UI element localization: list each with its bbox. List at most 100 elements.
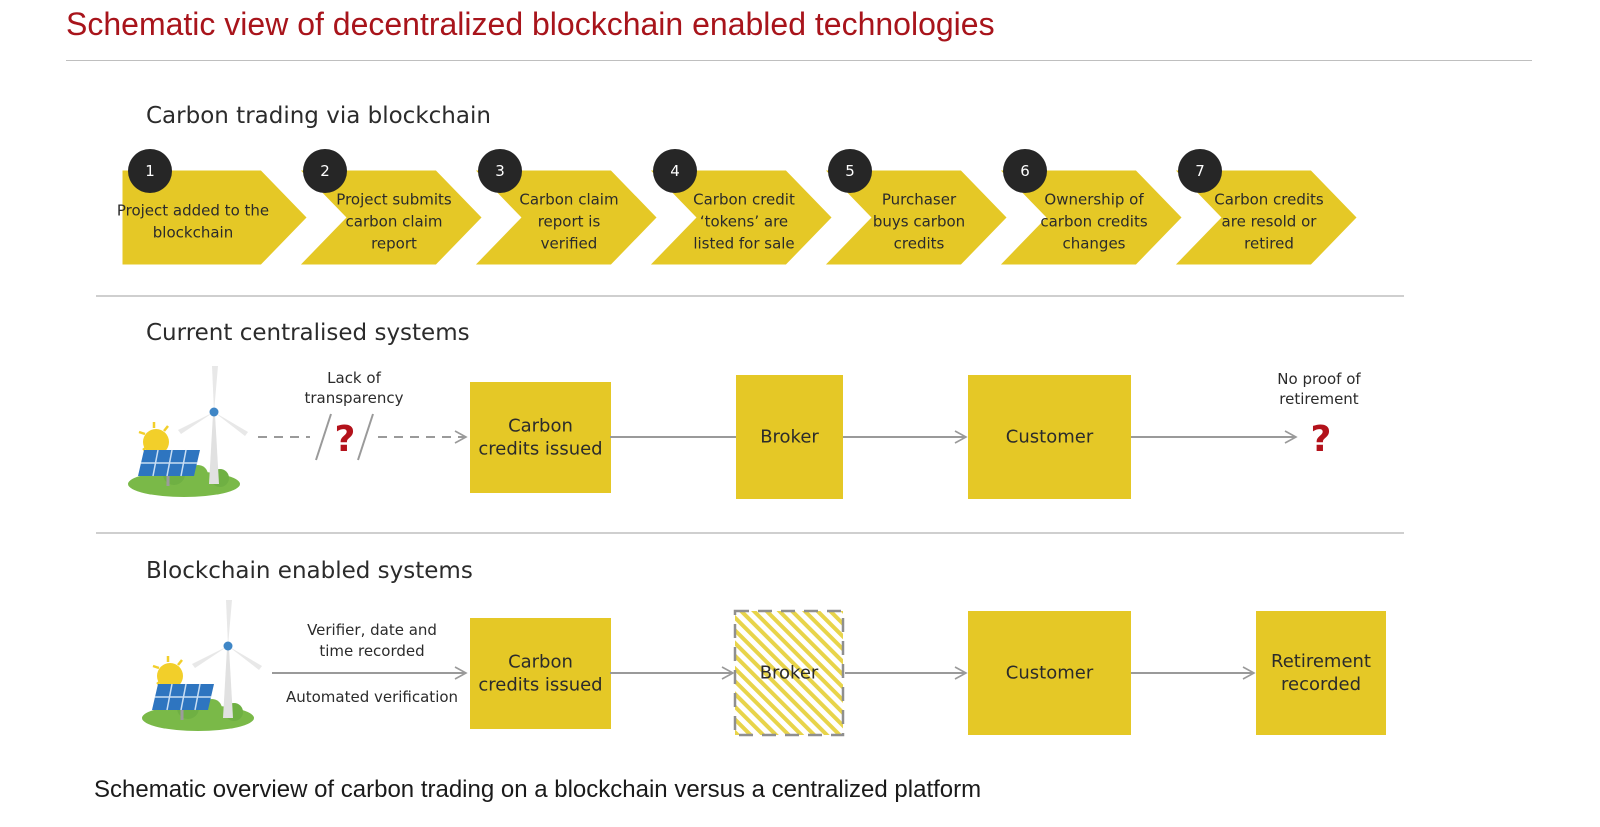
centralised-box-2: Broker: [736, 375, 843, 499]
step-number-circle: [653, 149, 697, 193]
section-title-blockchain-trading: Carbon trading via blockchain: [146, 103, 491, 129]
step-number-circle: [1178, 149, 1222, 193]
break-slash-left: [315, 413, 332, 461]
step-chevron: [639, 165, 839, 270]
transparency-note-line-1: Lack of: [327, 369, 381, 387]
step-number: 5: [845, 162, 855, 180]
process-step-1: Project added to the blockchain: [117, 165, 314, 270]
process-box-label: Retirement: [1271, 651, 1371, 672]
step-number: 1: [145, 162, 155, 180]
process-step-2: Project submits carbon claim report: [289, 165, 489, 270]
step-label: verified: [541, 235, 598, 253]
step-chevron: [814, 165, 1014, 270]
step-label: buys carbon: [873, 213, 965, 231]
retirement-note-line-1: No proof of: [1277, 370, 1361, 388]
process-box-label: Carbon: [508, 416, 573, 437]
question-mark-transparency: ?: [335, 419, 356, 460]
process-box: [968, 375, 1131, 499]
step-chevron: [289, 165, 489, 270]
process-box: [968, 611, 1131, 735]
step-label: credits: [894, 235, 945, 253]
retirement-note-line-2: retirement: [1279, 390, 1359, 408]
step-label: Ownership of: [1044, 191, 1144, 209]
step-number-badge: 5: [828, 149, 872, 193]
step-label: carbon credits: [1040, 213, 1147, 231]
process-box-label: recorded: [1281, 674, 1361, 695]
process-step-4: Carbon credit ‘tokens’ are listed for sale: [639, 165, 839, 270]
break-slash-right: [357, 413, 374, 461]
bypassed-broker-box: [733, 609, 845, 737]
step-label: Project submits: [336, 191, 452, 209]
step-chevron: [117, 165, 314, 270]
verifier-note-line-2: time recorded: [319, 642, 424, 660]
transparency-note-line-2: transparency: [305, 389, 404, 407]
step-number-badge: 3: [478, 149, 522, 193]
step-number: 2: [320, 162, 330, 180]
step-number-circle: [128, 149, 172, 193]
step-number: 6: [1020, 162, 1030, 180]
section-title-blockchain-enabled: Blockchain enabled systems: [146, 558, 473, 584]
process-box-label: Broker: [760, 427, 819, 448]
step-label: retired: [1244, 235, 1294, 253]
step-number-badge: 6: [1003, 149, 1047, 193]
step-label: are resold or: [1222, 213, 1318, 231]
process-steps: Project added to the blockchain Project su…: [117, 149, 1364, 270]
step-chevron: [989, 165, 1189, 270]
step-label: Carbon claim: [519, 191, 618, 209]
step-chevron: [1164, 165, 1364, 270]
step-number-badge: 7: [1178, 149, 1222, 193]
step-number-circle: [1003, 149, 1047, 193]
process-box-label: credits issued: [478, 439, 602, 460]
step-number-badge: 2: [303, 149, 347, 193]
step-number-circle: [303, 149, 347, 193]
step-chevron: [464, 165, 664, 270]
step-number-badge: 1: [128, 149, 172, 193]
step-number: 4: [670, 162, 680, 180]
process-box-label: Carbon: [508, 652, 573, 673]
step-label: Purchaser: [882, 191, 957, 209]
blockchain-box-2: Broker: [733, 609, 845, 737]
step-number-circle: [478, 149, 522, 193]
verifier-note-line-1: Verifier, date and: [307, 621, 437, 639]
figure-caption: Schematic overview of carbon trading on …: [94, 776, 982, 803]
step-label: report: [371, 235, 417, 253]
centralised-box-3: Customer: [968, 375, 1131, 499]
step-number-circle: [828, 149, 872, 193]
process-box-label: Customer: [1006, 427, 1094, 448]
step-label: ‘tokens’ are: [700, 213, 788, 231]
step-label: changes: [1062, 235, 1125, 253]
process-box-label: Customer: [1006, 663, 1094, 684]
step-number: 7: [1195, 162, 1205, 180]
step-label: listed for sale: [693, 235, 794, 253]
title-divider: [66, 60, 1532, 61]
process-box: [1256, 611, 1386, 735]
process-step-7: Carbon credits are resold or retired: [1164, 165, 1364, 270]
step-number-badge: 4: [653, 149, 697, 193]
blockchain-box-3: Customer: [968, 611, 1131, 735]
step-label: Project added to the: [117, 202, 269, 220]
slide-title: Schematic view of decentralized blockcha…: [66, 6, 995, 42]
process-step-3: Carbon claim report is verified: [464, 165, 664, 270]
section-title-centralised: Current centralised systems: [146, 320, 470, 346]
step-label: Carbon credit: [693, 191, 795, 209]
process-step-5: Purchaser buys carbon credits: [814, 165, 1014, 270]
step-label: report is: [538, 213, 601, 231]
automated-verification-note: Automated verification: [286, 688, 458, 706]
renewable-energy-icon: [126, 364, 250, 499]
step-number: 3: [495, 162, 505, 180]
step-label: carbon claim: [346, 213, 443, 231]
renewable-energy-icon: [140, 598, 264, 733]
process-box: [470, 618, 611, 729]
step-label: blockchain: [153, 224, 233, 242]
step-label: Carbon credits: [1214, 191, 1324, 209]
process-step-6: Ownership of carbon credits changes: [989, 165, 1189, 270]
process-box: [736, 375, 843, 499]
process-box: [470, 382, 611, 493]
process-box-label: credits issued: [478, 675, 602, 696]
question-mark-retirement: ?: [1311, 419, 1332, 460]
process-box-label: Broker: [760, 663, 819, 684]
